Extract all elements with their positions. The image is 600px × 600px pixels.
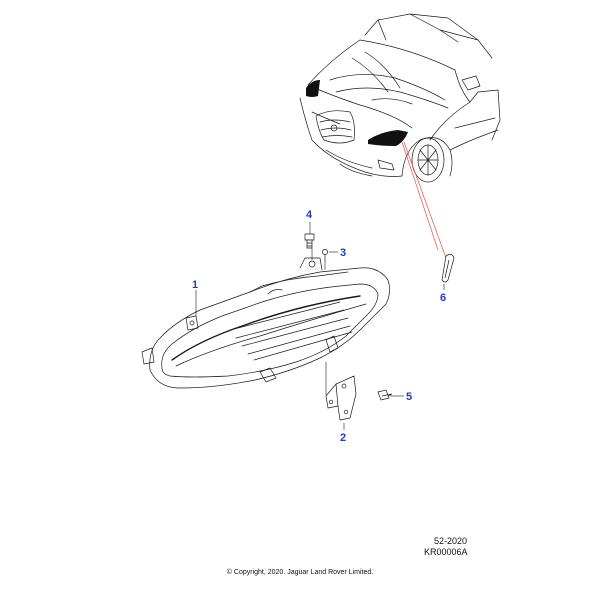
reference-block: 52-2020 KR00006A xyxy=(424,536,468,557)
callout-3: 3 xyxy=(340,247,346,259)
callout-6: 6 xyxy=(440,292,446,304)
part-3-clip xyxy=(322,249,328,262)
callout-2: 2 xyxy=(340,432,346,444)
vehicle-headlamps xyxy=(306,80,408,146)
illustration-id: KR00006A xyxy=(424,547,468,557)
part-6-trim xyxy=(441,254,455,283)
callout-leaders xyxy=(195,222,445,430)
part-2-bracket xyxy=(325,375,357,421)
callout-1: 1 xyxy=(192,279,198,291)
part-5-bolt xyxy=(377,389,393,401)
callout-4: 4 xyxy=(306,209,313,221)
left-headlamp-highlight xyxy=(306,80,320,97)
right-headlamp-highlight xyxy=(368,130,408,146)
callout-numbers: 1 2 3 4 5 6 xyxy=(192,209,446,444)
highlight-leader-lines xyxy=(401,141,447,259)
callout-5: 5 xyxy=(406,391,412,403)
vehicle-front-view xyxy=(299,13,501,183)
reference-code: 52-2020 xyxy=(434,536,467,546)
copyright-notice: © Copyright, 2020. Jaguar Land Rover Lim… xyxy=(227,568,373,576)
headlamp-assembly xyxy=(141,257,390,389)
part-4-screw xyxy=(304,233,315,249)
